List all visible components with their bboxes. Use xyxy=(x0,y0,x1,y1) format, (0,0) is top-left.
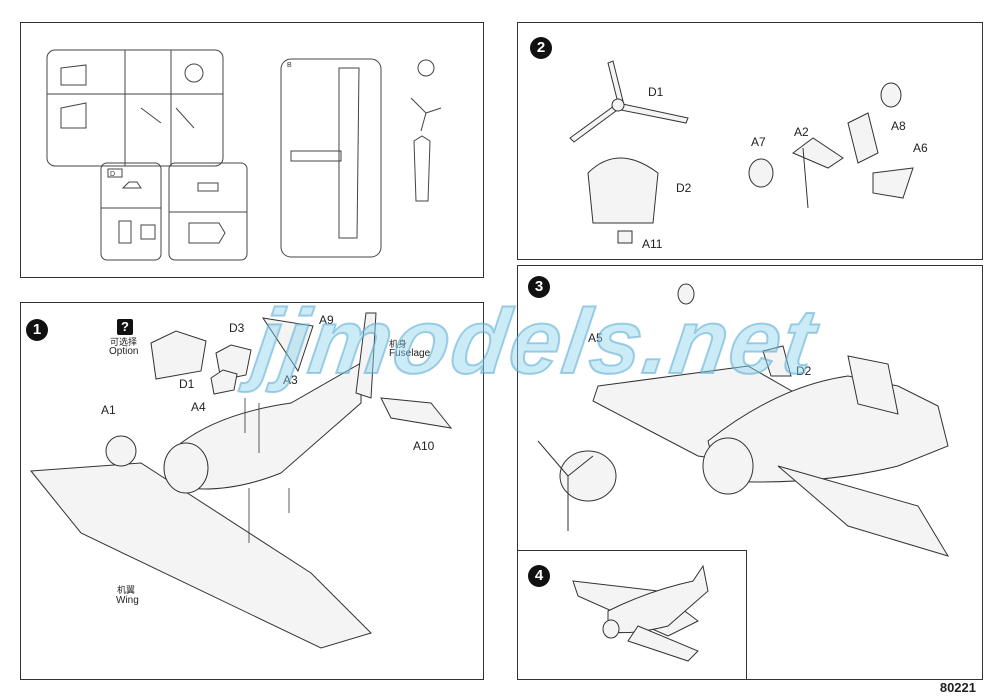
step2-panel: 2 D1 D2 A11 A7 A2 A8 A6 xyxy=(517,22,983,260)
step1-panel: 1 ? 可选择 Option D3 A9 A3 D1 A4 A1 A10 机身 … xyxy=(20,302,484,680)
step-number: 2 xyxy=(530,37,552,59)
step2-drawing xyxy=(569,60,914,244)
step-number: 1 xyxy=(26,319,48,341)
part-label-d3: D3 xyxy=(229,321,245,335)
fuselage-label-en: Fuselage xyxy=(389,348,431,359)
page-code: 80221 xyxy=(939,680,976,695)
step3-drawing xyxy=(537,283,950,557)
sprue-drawings: B D xyxy=(46,49,442,261)
fuselage-label-zh: 机身 xyxy=(389,339,408,349)
step4-panel: 4 xyxy=(517,550,747,680)
option-question-icon: ? xyxy=(117,319,133,335)
part-label-a2: A2 xyxy=(794,125,809,139)
part-label-d2: D2 xyxy=(796,364,812,378)
step3-panel: 3 A5 D2 xyxy=(517,265,983,680)
part-label-a5: A5 xyxy=(588,331,603,345)
part-label-d1: D1 xyxy=(179,377,195,391)
option-label-zh: 可选择 xyxy=(110,337,138,347)
part-label-d2: D2 xyxy=(676,181,692,195)
part-label-d1: D1 xyxy=(648,85,664,99)
wing-label-zh: 机翼 xyxy=(117,585,136,595)
step4-drawing xyxy=(572,564,709,662)
sprue-overview-panel: B D xyxy=(20,22,484,278)
part-label-a4: A4 xyxy=(191,400,206,414)
part-label-a11: A11 xyxy=(642,237,663,251)
option-label-en: Option xyxy=(109,346,139,357)
step-number: 4 xyxy=(528,565,550,587)
part-label-a3: A3 xyxy=(283,373,298,387)
sprue-d-label: D xyxy=(110,171,115,178)
part-label-a7: A7 xyxy=(751,135,766,149)
part-label-a1: A1 xyxy=(101,403,116,417)
part-label-a6: A6 xyxy=(913,141,928,155)
wing-label-en: Wing xyxy=(116,595,139,606)
step-number: 3 xyxy=(528,276,550,298)
part-label-a8: A8 xyxy=(891,119,906,133)
part-label-a9: A9 xyxy=(319,313,334,327)
sprue-b-label: B xyxy=(287,62,292,69)
part-label-a10: A10 xyxy=(413,439,435,453)
step1-drawing xyxy=(30,312,453,649)
